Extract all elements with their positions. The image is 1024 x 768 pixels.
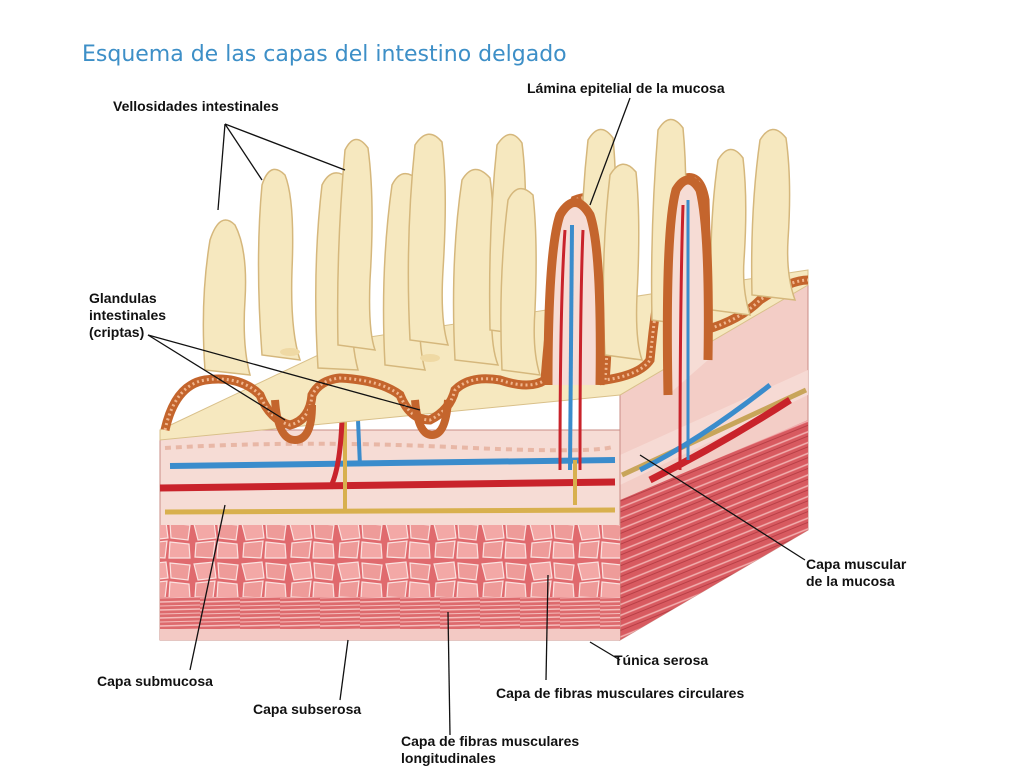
sectioned-villus-right bbox=[662, 175, 713, 471]
villus bbox=[407, 133, 450, 346]
leader-lines bbox=[147, 97, 806, 736]
crypts bbox=[271, 399, 452, 445]
label-capa-submucosa: Capa submucosa bbox=[97, 673, 213, 689]
label-fibras-longitudinales: Capa de fibras musculares longitudinales bbox=[401, 733, 580, 766]
label-capa-muscular-mucosa: Capa muscular de la mucosa bbox=[806, 556, 907, 589]
artery-horizontal bbox=[159, 478, 616, 492]
villus bbox=[750, 128, 797, 301]
villi-group bbox=[202, 118, 797, 376]
label-lamina-epitelial: Lámina epitelial de la mucosa bbox=[527, 80, 725, 96]
label-fibras-circulares: Capa de fibras musculares circulares bbox=[496, 685, 745, 701]
nerve-horizontal bbox=[164, 507, 616, 515]
villus bbox=[257, 168, 302, 361]
villus bbox=[202, 219, 252, 376]
serosa-layer bbox=[160, 629, 620, 640]
label-tunica-serosa: Túnica serosa bbox=[614, 652, 709, 668]
villus bbox=[336, 138, 377, 351]
front-face bbox=[159, 415, 621, 641]
vein-horizontal bbox=[169, 457, 616, 469]
villus bbox=[710, 148, 752, 316]
label-capa-subserosa: Capa subserosa bbox=[253, 701, 362, 717]
villus bbox=[500, 187, 542, 376]
villus bbox=[602, 163, 644, 361]
label-vellosidades: Vellosidades intestinales bbox=[113, 98, 279, 114]
label-glandulas: Glandulas intestinales (criptas) bbox=[89, 290, 167, 340]
longitudinal-muscle-layer bbox=[160, 597, 620, 629]
diagram-title: Esquema de las capas del intestino delga… bbox=[82, 42, 567, 67]
sectioned-villus-left bbox=[543, 198, 605, 505]
circular-muscle-layer bbox=[160, 525, 620, 597]
